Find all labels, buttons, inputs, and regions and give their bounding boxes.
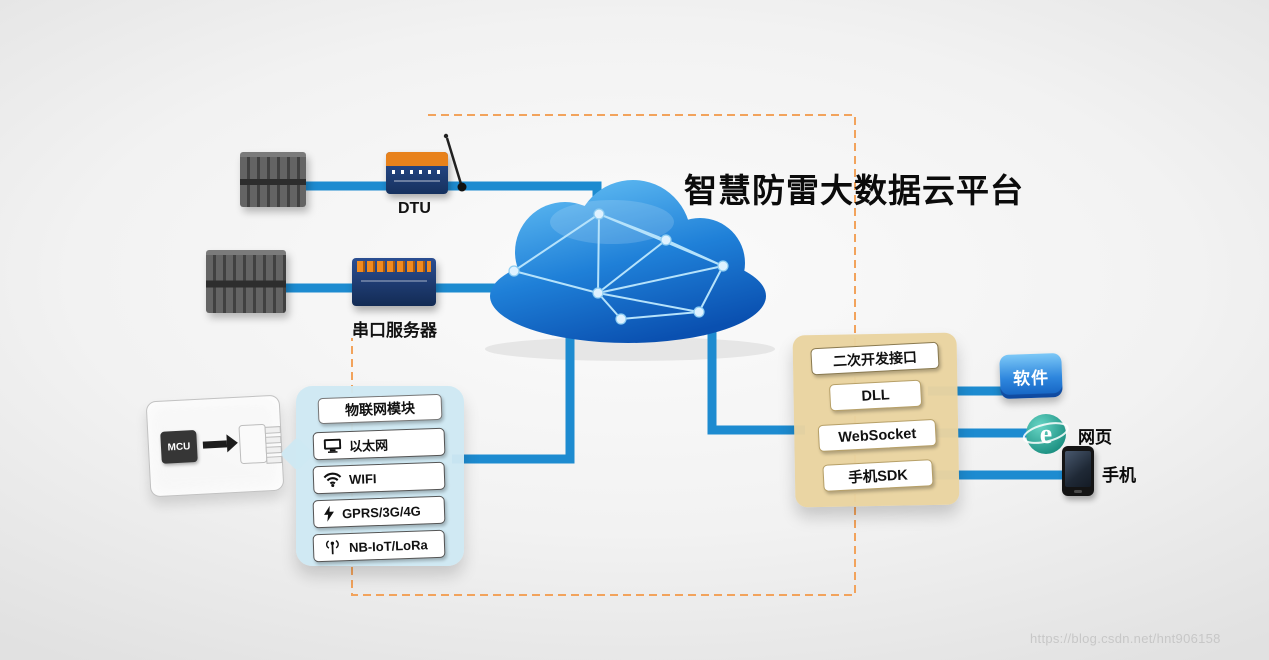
serial-server-device <box>352 258 436 306</box>
smartphone-home-button <box>1074 490 1082 493</box>
watermark-url: https://blog.csdn.net/hnt906158 <box>1030 631 1221 646</box>
iot-module-panel: 物联网模块 以太网 WIFI <box>280 386 464 566</box>
iot-option-ethernet: 以太网 <box>312 427 446 461</box>
api-panel-header: 二次开发接口 <box>810 341 940 376</box>
phone-output-label: 手机 <box>1102 466 1136 485</box>
lightning-icon <box>323 505 336 522</box>
wire-cloud-to-iot-panel <box>452 322 575 464</box>
api-item-dll: DLL <box>828 379 923 412</box>
cloud-shadow <box>485 337 775 361</box>
iot-option-gprs: GPRS/3G/4G <box>312 495 446 529</box>
smartphone-icon <box>1062 446 1094 496</box>
iot-option-label: WIFI <box>348 470 377 487</box>
antenna-icon <box>323 539 343 556</box>
dtu-led-dots <box>392 170 442 174</box>
iot-option-label: 以太网 <box>348 437 389 454</box>
api-item-mobile-sdk: 手机SDK <box>822 459 934 492</box>
cloud <box>490 180 766 343</box>
wire-cloud-to-api-panel <box>707 322 805 435</box>
iot-option-nbiot: NB-IoT/LoRa <box>312 529 446 563</box>
dtu-terminal-strip <box>386 152 448 166</box>
ethernet-icon <box>323 437 343 454</box>
iot-panel-header: 物联网模块 <box>317 393 443 425</box>
iot-option-label: NB-IoT/LoRa <box>348 536 428 555</box>
dtu-label: DTU <box>398 200 431 217</box>
dtu-label-stripe <box>394 180 440 182</box>
api-item-websocket: WebSocket <box>817 418 937 453</box>
mcu-arrow-icon <box>202 440 228 449</box>
sensor-block-mid <box>206 250 286 313</box>
mcu-connector-icon <box>238 419 293 475</box>
sensor-block-top <box>240 152 306 207</box>
serial-label-stripe <box>361 280 427 282</box>
dtu-device <box>386 152 448 194</box>
software-badge-icon: 软件 <box>999 352 1063 400</box>
network-mesh <box>508 208 729 325</box>
serial-terminal-pins <box>357 261 431 272</box>
iot-option-label: GPRS/3G/4G <box>341 503 421 521</box>
ie-browser-icon: e <box>1022 410 1070 463</box>
mcu-chip: MCU <box>160 429 198 464</box>
web-output-label: 网页 <box>1078 428 1112 447</box>
serial-server-label: 串口服务器 <box>352 321 437 340</box>
smartphone-screen <box>1065 451 1091 487</box>
dtu-antenna-icon <box>443 133 467 192</box>
mcu-module: MCU <box>145 394 285 498</box>
iot-option-wifi: WIFI <box>312 461 446 495</box>
page-title: 智慧防雷大数据云平台 <box>684 174 1024 210</box>
api-panel: 二次开发接口 DLL WebSocket 手机SDK <box>792 332 960 508</box>
wifi-icon <box>323 471 343 488</box>
